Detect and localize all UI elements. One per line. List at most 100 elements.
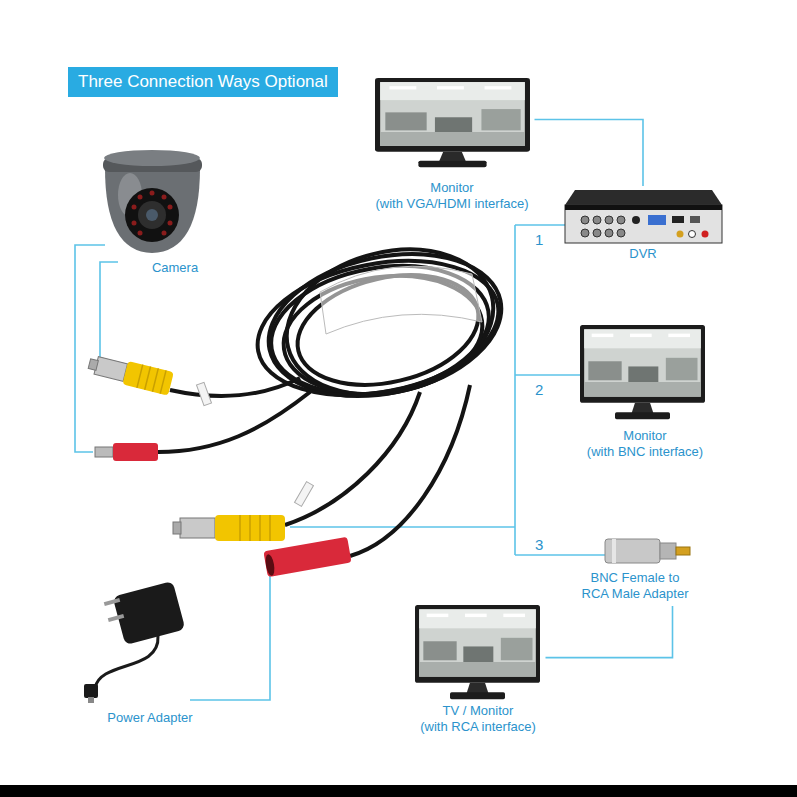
connection-lines-part xyxy=(100,262,118,366)
illustration-space xyxy=(94,585,206,710)
cable-coil xyxy=(246,229,515,416)
bnc-plug-monitor-end-part xyxy=(240,515,270,541)
dc-jack-female-part xyxy=(263,537,351,577)
dome-camera-part xyxy=(104,150,200,166)
connection-lines xyxy=(75,225,605,700)
bnc-plug-monitor-end xyxy=(173,515,285,541)
connection-lines-part xyxy=(515,374,580,376)
dvr-box-part xyxy=(677,231,684,238)
device-label: (with VGA/HDMI interface) xyxy=(375,196,528,212)
illustration-space xyxy=(374,78,531,180)
title-banner: Three Connection Ways Optional xyxy=(68,67,338,97)
bnc-plug-monitor-end-part xyxy=(180,518,215,538)
power-adapter-part xyxy=(88,697,94,703)
dvr-box-part xyxy=(617,229,625,237)
bnc-plug-camera-end-part xyxy=(137,365,166,394)
dc-plug-camera-end xyxy=(95,443,158,461)
power-adapter-part xyxy=(113,581,186,645)
cable-wires-part xyxy=(285,392,420,525)
device-label: DVR xyxy=(629,246,656,262)
device-label: TV / Monitor xyxy=(443,703,514,719)
power-adapter-part xyxy=(104,598,120,606)
connection-lines-part xyxy=(290,526,515,528)
device-label-box: Monitor(with BNC interface) xyxy=(578,321,713,464)
dome-camera-part xyxy=(138,201,166,229)
connector-line xyxy=(546,606,673,658)
power-adapter-part xyxy=(108,614,124,622)
dvr-box-part xyxy=(632,216,640,224)
connection-lines-part xyxy=(190,572,270,700)
cable-wires-part xyxy=(170,378,300,396)
power-adapter xyxy=(84,581,185,703)
illustration-space xyxy=(577,540,694,570)
bnc-plug-camera-end-part xyxy=(122,361,173,396)
cable-wires-part xyxy=(350,385,470,556)
cable-coil-part xyxy=(287,259,490,402)
dome-camera-part xyxy=(138,195,143,200)
connection-lines-part xyxy=(515,554,605,556)
cable-wires-part xyxy=(158,392,310,452)
dome-camera-part xyxy=(162,231,167,236)
cable-wrap xyxy=(320,266,482,334)
dome-camera xyxy=(103,150,202,253)
device-label-box: BNC Female to RCA Male Adapter xyxy=(573,536,698,606)
dvr-box-part xyxy=(593,229,601,237)
bnc-rca-adapter xyxy=(605,539,690,563)
illustration-space xyxy=(415,605,542,703)
bnc-plug-camera-end-part xyxy=(88,359,98,371)
power-adapter-part xyxy=(84,684,98,698)
dome-camera-part xyxy=(162,195,167,200)
callout-number: 3 xyxy=(535,536,543,554)
dvr-box-part xyxy=(617,216,625,224)
device-label: (with BNC interface) xyxy=(587,444,703,460)
dvr-box-part xyxy=(702,231,709,238)
device-label-box: TV / Monitor(with RCA interface) xyxy=(411,601,546,739)
cable-wires xyxy=(158,378,470,556)
device-label-box: Power Adapter xyxy=(90,581,210,730)
dc-jack-female xyxy=(263,537,351,577)
dvr-box-part xyxy=(581,216,589,224)
bnc-rca-adapter-part xyxy=(612,539,616,563)
dome-camera-part xyxy=(132,205,137,210)
dvr-box xyxy=(565,190,722,243)
dome-camera-part xyxy=(105,168,200,253)
connection-lines-part xyxy=(514,225,516,555)
tv-monitor-rca xyxy=(415,605,540,699)
illustration-space xyxy=(124,150,226,260)
dvr-box-part xyxy=(690,216,700,223)
dvr-box-part xyxy=(648,215,666,225)
bnc-plug-camera-end xyxy=(86,352,173,396)
bnc-rca-adapter-part xyxy=(605,539,660,563)
callout-number: 2 xyxy=(535,381,543,399)
device-label-box: DVR xyxy=(563,186,723,266)
illustration-space xyxy=(582,325,709,428)
dvr-box-part xyxy=(605,216,613,224)
bottom-bar xyxy=(0,785,797,797)
device-label: BNC Female to RCA Male Adapter xyxy=(579,570,692,602)
dome-camera-part xyxy=(125,188,179,242)
bnc-plug-monitor-end-part xyxy=(173,522,181,534)
dc-jack-female-part xyxy=(264,553,276,576)
bnc-plug-camera-end-part xyxy=(94,357,127,382)
connection-lines-part xyxy=(515,224,565,226)
dvr-box-part xyxy=(565,205,722,243)
dome-camera-part xyxy=(168,205,173,210)
device-label: Camera xyxy=(152,260,198,276)
device-label: Monitor xyxy=(430,180,473,196)
dvr-box-part xyxy=(689,231,696,238)
dc-plug-camera-end-part xyxy=(95,447,113,457)
device-label: (with RCA interface) xyxy=(420,719,536,735)
dc-plug-camera-end-part xyxy=(113,443,158,461)
cable-tag xyxy=(196,382,211,405)
connector-line xyxy=(535,119,644,186)
bnc-rca-adapter-part xyxy=(676,547,690,555)
dvr-box-part xyxy=(605,229,613,237)
cable-tag xyxy=(295,482,314,507)
dvr-box-part xyxy=(565,190,722,205)
device-label: Power Adapter xyxy=(107,710,192,726)
dome-camera-part xyxy=(146,209,158,221)
dome-camera-part xyxy=(132,221,137,226)
dvr-box-part xyxy=(581,229,589,237)
